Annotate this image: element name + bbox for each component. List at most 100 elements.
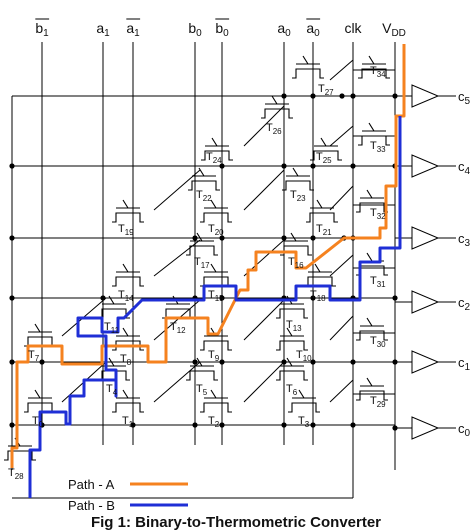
junction-dot [192,359,198,365]
transistor-label-T11-base: T [104,321,111,333]
transistor-label-T33-base: T [370,140,377,152]
gate-lead [366,317,373,327]
transistor-icon [186,232,218,256]
transistor-label-T20-sub: 20 [215,228,224,237]
channel [356,390,388,401]
transistor-icon [188,167,220,191]
transistor-label-T22-sub: 22 [203,194,212,203]
junction-dot [9,359,15,365]
transistor-label-T31: T31 [370,275,386,289]
input-label-a1-bar-base: a [126,20,134,36]
junction-dot [310,422,316,428]
gate-lead [320,137,327,147]
junction-dot [392,359,398,365]
channel [186,370,218,381]
gate-lead [108,357,115,367]
junction-dot [281,422,287,428]
transistor-icon [292,55,324,79]
input-label-a1-base: a [96,20,104,36]
transistor-label-T12-base: T [170,321,177,333]
transistor-label-T26: T26 [266,122,282,136]
output-label-c4-base: c [458,159,465,174]
transistor-icon [24,389,56,413]
junction-dot [9,235,15,241]
gate-lead [286,357,293,367]
transistor-icon [280,232,312,256]
junction-dot [219,235,225,241]
transistor-label-T17-base: T [194,256,201,268]
transistor-icon [276,327,308,351]
transistor-label-T15: T15 [208,289,224,303]
transistor-label-T9-base: T [208,349,215,361]
output-label-c3-base: c [458,231,465,246]
input-label-b0-bar: b0 [215,20,229,39]
gate-lead [366,189,373,199]
transistor-label-T14-base: T [118,289,125,301]
transistor-label-T17: T17 [194,256,210,270]
gate-lead [108,295,115,305]
gate-diagonal [329,59,354,81]
circuit-wires [11,42,456,499]
transistor-label-T6: T6 [286,383,298,397]
output-label-c0-base: c [458,421,465,436]
junction-dot [310,235,316,241]
transistor-label-T25: T25 [316,151,332,165]
transistor-label-T33: T33 [370,140,386,154]
input-label-a0-base: a [277,20,285,36]
transistor-icon [112,199,144,223]
transistor-label-T25-base: T [316,151,323,163]
transistor-icon [310,137,342,161]
transistor-label-T29-sub: 29 [377,400,386,409]
transistor-icon [24,323,56,347]
junction-dot [219,422,225,428]
transistor-label-T2-base: T [208,415,215,427]
transistor-label-T16-sub: 16 [295,261,304,270]
channel [276,340,308,351]
channel [261,108,293,119]
transistor-label-T8-sub: 8 [127,358,132,367]
output-buffers [411,84,440,440]
transistor-label-T9-sub: 9 [215,354,220,363]
gate-lead [211,137,218,147]
transistor-label-T7-base: T [28,349,35,361]
input-label-b1-bar-sub: 1 [43,28,49,39]
transistor-label-T9: T9 [208,349,220,363]
transistor-icon [288,389,320,413]
gate-diagonal [153,361,201,403]
transistor-label-T7-sub: 7 [35,354,40,363]
transistor-icon [276,357,308,381]
junction-dot [192,235,198,241]
gate-lead [368,122,375,132]
transistor-label-T5: T5 [196,383,208,397]
junction-dot [392,93,398,99]
transistor-label-T34-sub: 34 [377,70,386,79]
transistor-label-T6-base: T [286,383,293,395]
gate-lead [196,232,203,242]
gate-diagonal [329,315,354,341]
transistor-icon [200,389,232,413]
transistor-label-T5-base: T [196,383,203,395]
transistor-icon [112,263,144,287]
output-label-c3: c3 [458,231,471,249]
transistor-label-T31-base: T [370,275,377,287]
highlighted-paths [10,44,406,498]
gate-lead [210,199,217,209]
transistor-label-T28-sub: 28 [15,472,24,481]
transistor-label-T10-sub: 10 [303,354,312,363]
legend-label-path-a: Path - A [68,477,115,492]
transistor-label-T21: T21 [316,223,332,237]
input-label-a0-sub: 0 [285,28,291,39]
input-label-a1-sub: 1 [104,28,110,39]
output-buffer-icon [411,226,440,250]
junction-dot [39,359,45,365]
transistor-label-T21-sub: 21 [323,228,332,237]
gate-lead [196,357,203,367]
gate-lead [314,263,321,273]
transistor-label-T4-base: T [106,383,113,395]
transistor-label-T4: T4 [106,383,118,397]
channel [288,402,320,413]
transistor-label-T1-base: T [122,415,129,427]
output-label-c5-sub: 5 [465,96,471,107]
